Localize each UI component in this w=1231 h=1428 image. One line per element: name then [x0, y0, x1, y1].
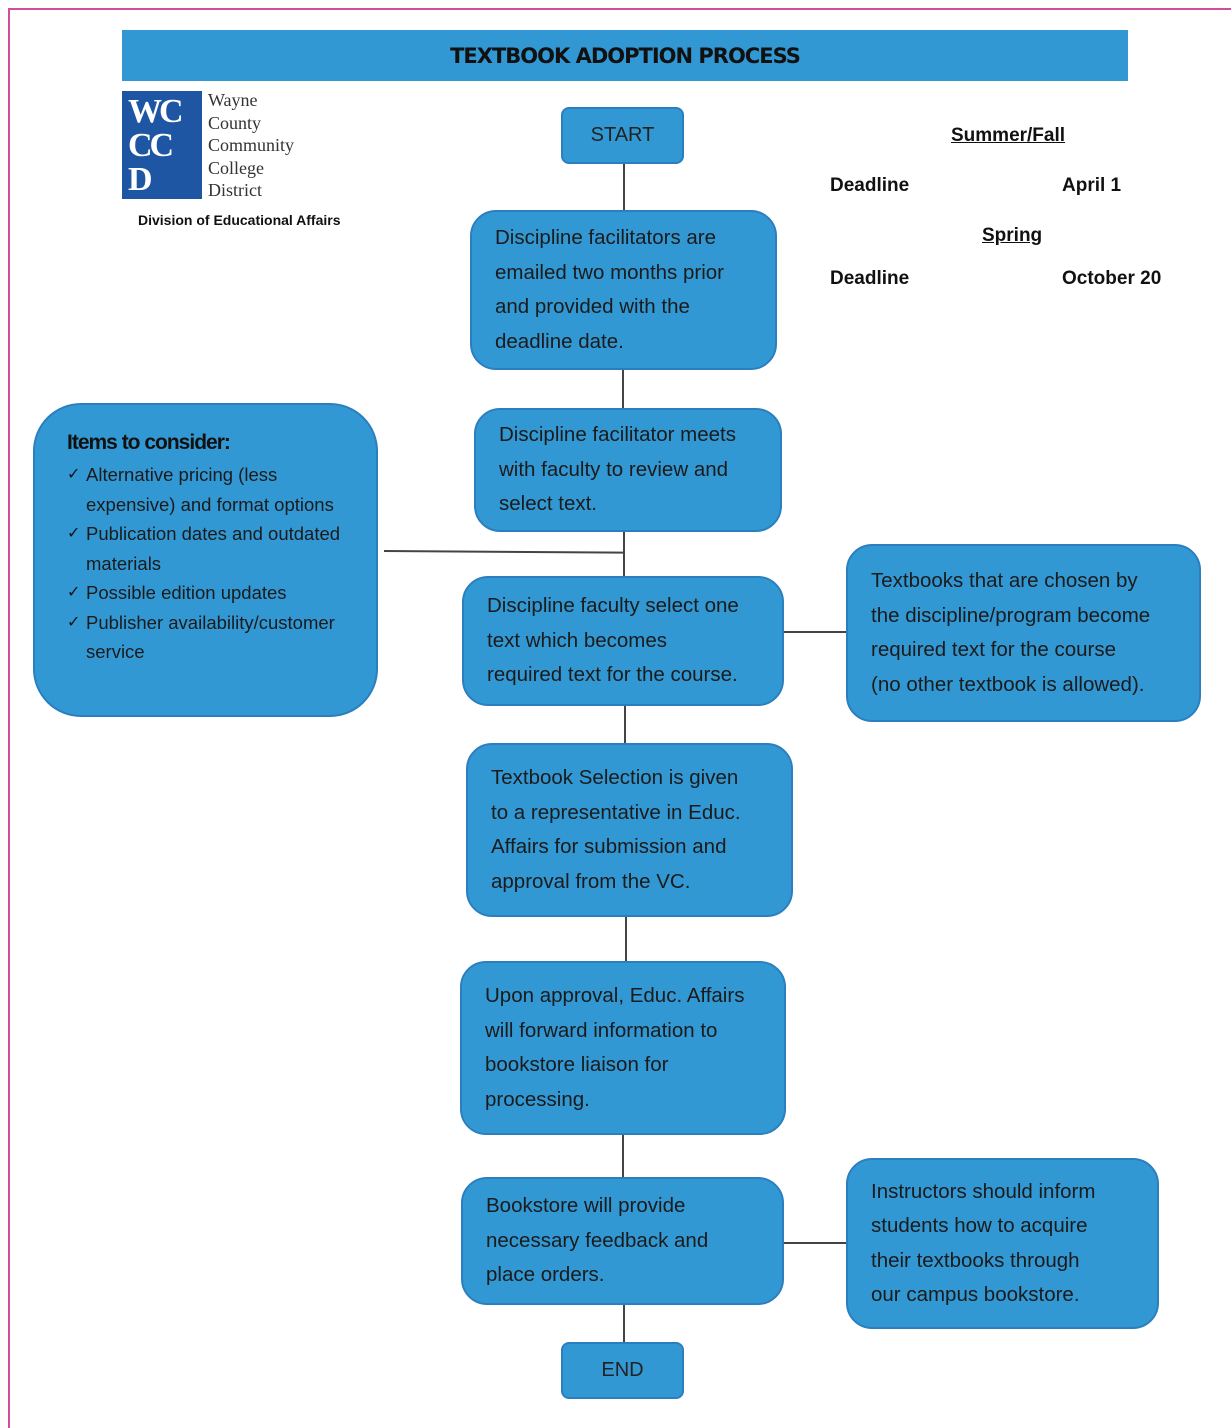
spring-deadline-label: Deadline [830, 268, 910, 289]
page-border [8, 8, 1231, 1428]
connector-step4-step5 [625, 916, 627, 962]
start-node: START [561, 107, 684, 164]
note-required-text: Textbooks that are chosen by the discipl… [846, 544, 1201, 722]
page-title: TEXTBOOK ADOPTION PROCESS [122, 30, 1128, 81]
step-submission-approval: Textbook Selection is given to a represe… [466, 743, 793, 917]
consider-item: ✓Publisher availability/customer service [65, 608, 365, 667]
connector-start-step1 [623, 163, 625, 211]
step-facilitator-meets: Discipline facilitator meets with facult… [474, 408, 782, 532]
step-faculty-select: Discipline faculty select one text which… [462, 576, 784, 706]
spring-deadline-date: October 20 [1062, 268, 1162, 289]
summer-fall-heading: Summer/Fall [951, 125, 1066, 146]
connector-step2-step3 [623, 532, 625, 577]
connector-step5-step6 [622, 1134, 624, 1178]
items-to-consider-list: ✓Alternative pricing (less expensive) an… [65, 460, 365, 667]
connector-step3-note [784, 631, 848, 633]
summer-fall-deadline-label: Deadline [830, 175, 910, 196]
connector-step3-step4 [624, 706, 626, 744]
wcccd-logo: WC CC D Wayne County Community College D… [122, 89, 322, 201]
connector-step6-end [623, 1305, 625, 1343]
step-notify-facilitators: Discipline facilitators are emailed two … [470, 210, 777, 370]
consider-item: ✓Publication dates and outdated material… [65, 519, 365, 578]
summer-fall-deadline-date: April 1 [1062, 175, 1122, 196]
step-forward-bookstore: Upon approval, Educ. Affairs will forwar… [460, 961, 786, 1135]
consider-item: ✓Alternative pricing (less expensive) an… [65, 460, 365, 519]
step-bookstore-orders: Bookstore will provide necessary feedbac… [461, 1177, 784, 1305]
checkmark-icon: ✓ [67, 525, 81, 542]
division-label: Division of Educational Affairs [138, 212, 341, 228]
connector-step1-step2 [622, 369, 624, 409]
consider-item: ✓Possible edition updates [65, 578, 365, 608]
checkmark-icon: ✓ [67, 584, 81, 601]
spring-heading: Spring [982, 225, 1043, 246]
checkmark-icon: ✓ [67, 613, 81, 631]
logo-mark: WC CC D [122, 91, 202, 199]
checkmark-icon: ✓ [67, 466, 81, 483]
end-node: END [561, 1342, 684, 1399]
items-to-consider-title: Items to consider: [67, 431, 231, 454]
items-to-consider-box: Items to consider: ✓Alternative pricing … [33, 403, 378, 717]
note-instructors: Instructors should inform students how t… [846, 1158, 1159, 1329]
connector-step6-note [784, 1242, 848, 1244]
logo-wordmark: Wayne County Community College District [208, 90, 295, 200]
